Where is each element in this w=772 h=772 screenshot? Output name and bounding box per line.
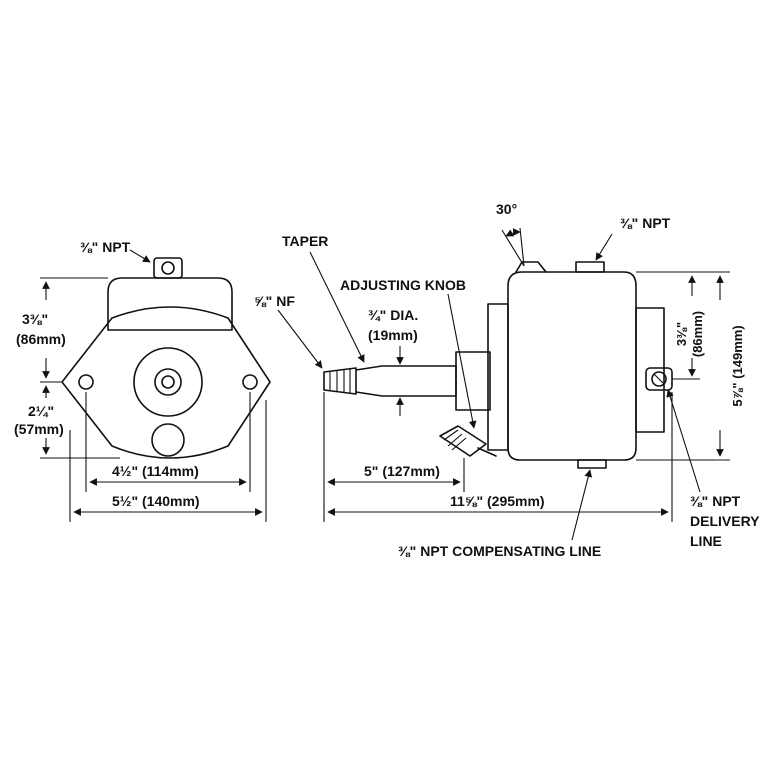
mounting-flange [61,306,271,459]
label-height-right-mm: (86mm) [690,311,705,357]
label-flange-width: 5½" (140mm) [112,493,200,509]
label-height-top-mm: (86mm) [16,331,66,347]
bolt-hole-right [242,374,258,390]
taper-tip [323,367,357,395]
top-npt-port [575,261,605,273]
side-view [323,227,673,469]
compensating-port [577,459,607,469]
hub [133,347,203,417]
label-front-npt: ⅜" NPT [80,239,131,255]
label-compensating-line: ⅜" NPT COMPENSATING LINE [398,543,601,559]
body-cap [515,261,547,273]
shaft-collar [455,351,491,411]
label-angle-30: 30° [496,201,517,217]
bottom-boss [151,423,185,457]
label-shaft-dia-mm: (19mm) [368,327,418,343]
front-view [61,257,271,459]
label-height-top-in: 3⅜" [22,311,48,327]
bolt-hole-left [78,374,94,390]
front-view-dimensions [40,249,267,522]
reservoir-body [107,277,233,331]
front-flange-plate [487,303,509,451]
shaft-end [154,368,182,396]
rear-cylinder [635,307,665,433]
label-height-right-in: 3⅜" [674,322,689,346]
side-view-dimensions [277,233,730,541]
label-height-bottom-in: 2¼" [28,403,54,419]
label-height-bottom-mm: (57mm) [14,421,64,437]
label-shaft-length: 5" (127mm) [364,463,440,479]
label-delivery-line-1: ⅜" NPT [690,493,741,509]
front-npt-fitting [153,257,183,279]
label-overall-height: 5⅞" (149mm) [730,325,745,406]
label-overall-length: 11⅝" (295mm) [450,493,545,509]
label-shaft-dia: ¾" DIA. [368,307,418,323]
label-delivery-line-2: DELIVERY [690,513,760,529]
label-nf-thread: ⅝" NF [254,293,295,309]
adjusting-knob [439,425,497,457]
shaft [355,365,457,397]
label-taper: TAPER [282,233,328,249]
label-adjusting-knob: ADJUSTING KNOB [340,277,466,293]
label-top-npt: ⅜" NPT [620,215,671,231]
pump-body [507,271,637,461]
label-bolt-spacing: 4½" (114mm) [112,463,199,479]
label-delivery-line-3: LINE [690,533,722,549]
